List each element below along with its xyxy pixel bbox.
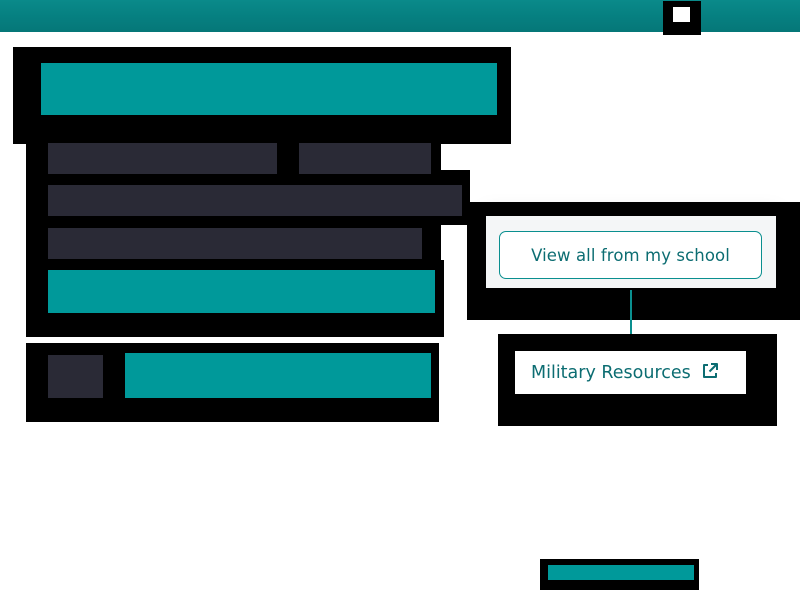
callout-panel-military (515, 351, 746, 394)
skeleton-line-3 (48, 228, 422, 259)
connector-line (630, 290, 632, 346)
military-resources-link[interactable]: Military Resources (515, 351, 746, 394)
skeleton-line-1b (299, 143, 431, 174)
skeleton-line-2 (48, 185, 462, 216)
skeleton-thumb (48, 355, 103, 398)
menu-icon[interactable] (663, 1, 701, 35)
skeleton-button (48, 270, 435, 313)
external-link-icon (701, 362, 719, 380)
bottom-bar-placeholder (548, 565, 694, 580)
view-all-from-school-button[interactable]: View all from my school (499, 231, 762, 279)
header-placeholder (41, 63, 497, 115)
skeleton-line-1a (48, 143, 277, 174)
menu-icon-inner (673, 7, 690, 22)
skeleton-bar (125, 353, 431, 398)
military-resources-label: Military Resources (531, 362, 691, 383)
